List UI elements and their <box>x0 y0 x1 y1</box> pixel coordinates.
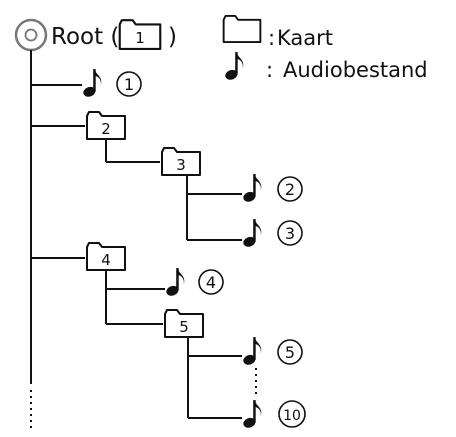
root-folder-number: 1 <box>135 29 145 47</box>
music-note-icon <box>242 174 262 203</box>
audio-file-1-number: 1 <box>124 75 134 94</box>
folder-4-number: 4 <box>101 251 111 269</box>
folder-3: 3 <box>160 146 202 176</box>
root-folder-icon: 1 <box>118 19 162 50</box>
root-label: Root ( <box>51 24 119 50</box>
root-close-paren: ) <box>168 24 177 50</box>
legend-file-label: Audiobestand <box>283 58 428 82</box>
folder-2-number: 2 <box>101 120 111 138</box>
audio-file-2-number: 2 <box>285 180 295 199</box>
audio-file-2: 2 <box>242 174 303 203</box>
folder-4: 4 <box>85 241 127 271</box>
tree-connectors <box>30 50 257 428</box>
audio-file-4: 4 <box>165 268 224 297</box>
music-note-icon <box>165 268 185 297</box>
legend-folder-separator: : <box>268 26 275 50</box>
audio-file-5: 5 <box>242 337 303 366</box>
legend: : Kaart : Audiobestand <box>222 14 428 82</box>
music-note-icon <box>242 337 262 366</box>
audio-file-3: 3 <box>242 219 303 248</box>
audio-file-4-number: 4 <box>206 273 216 292</box>
legend-file-icon <box>224 52 244 81</box>
audio-file-10-number: 10 <box>283 408 301 424</box>
audio-file-3-number: 3 <box>285 224 295 243</box>
folder-5-number: 5 <box>179 318 189 336</box>
root-disc-icon <box>14 18 48 52</box>
music-note-icon <box>82 69 102 98</box>
folder-5: 5 <box>163 308 205 338</box>
audio-file-10: 10 <box>242 400 306 429</box>
music-note-icon <box>242 219 262 248</box>
audio-file-1: 1 <box>82 69 142 98</box>
audio-file-5-number: 5 <box>285 343 295 362</box>
folder-2: 2 <box>85 110 127 140</box>
folder-3-number: 3 <box>176 156 186 174</box>
legend-folder-icon <box>222 14 262 43</box>
legend-folder-label: Kaart <box>277 26 333 50</box>
music-note-icon <box>242 400 262 429</box>
legend-file-separator: : <box>266 58 273 82</box>
